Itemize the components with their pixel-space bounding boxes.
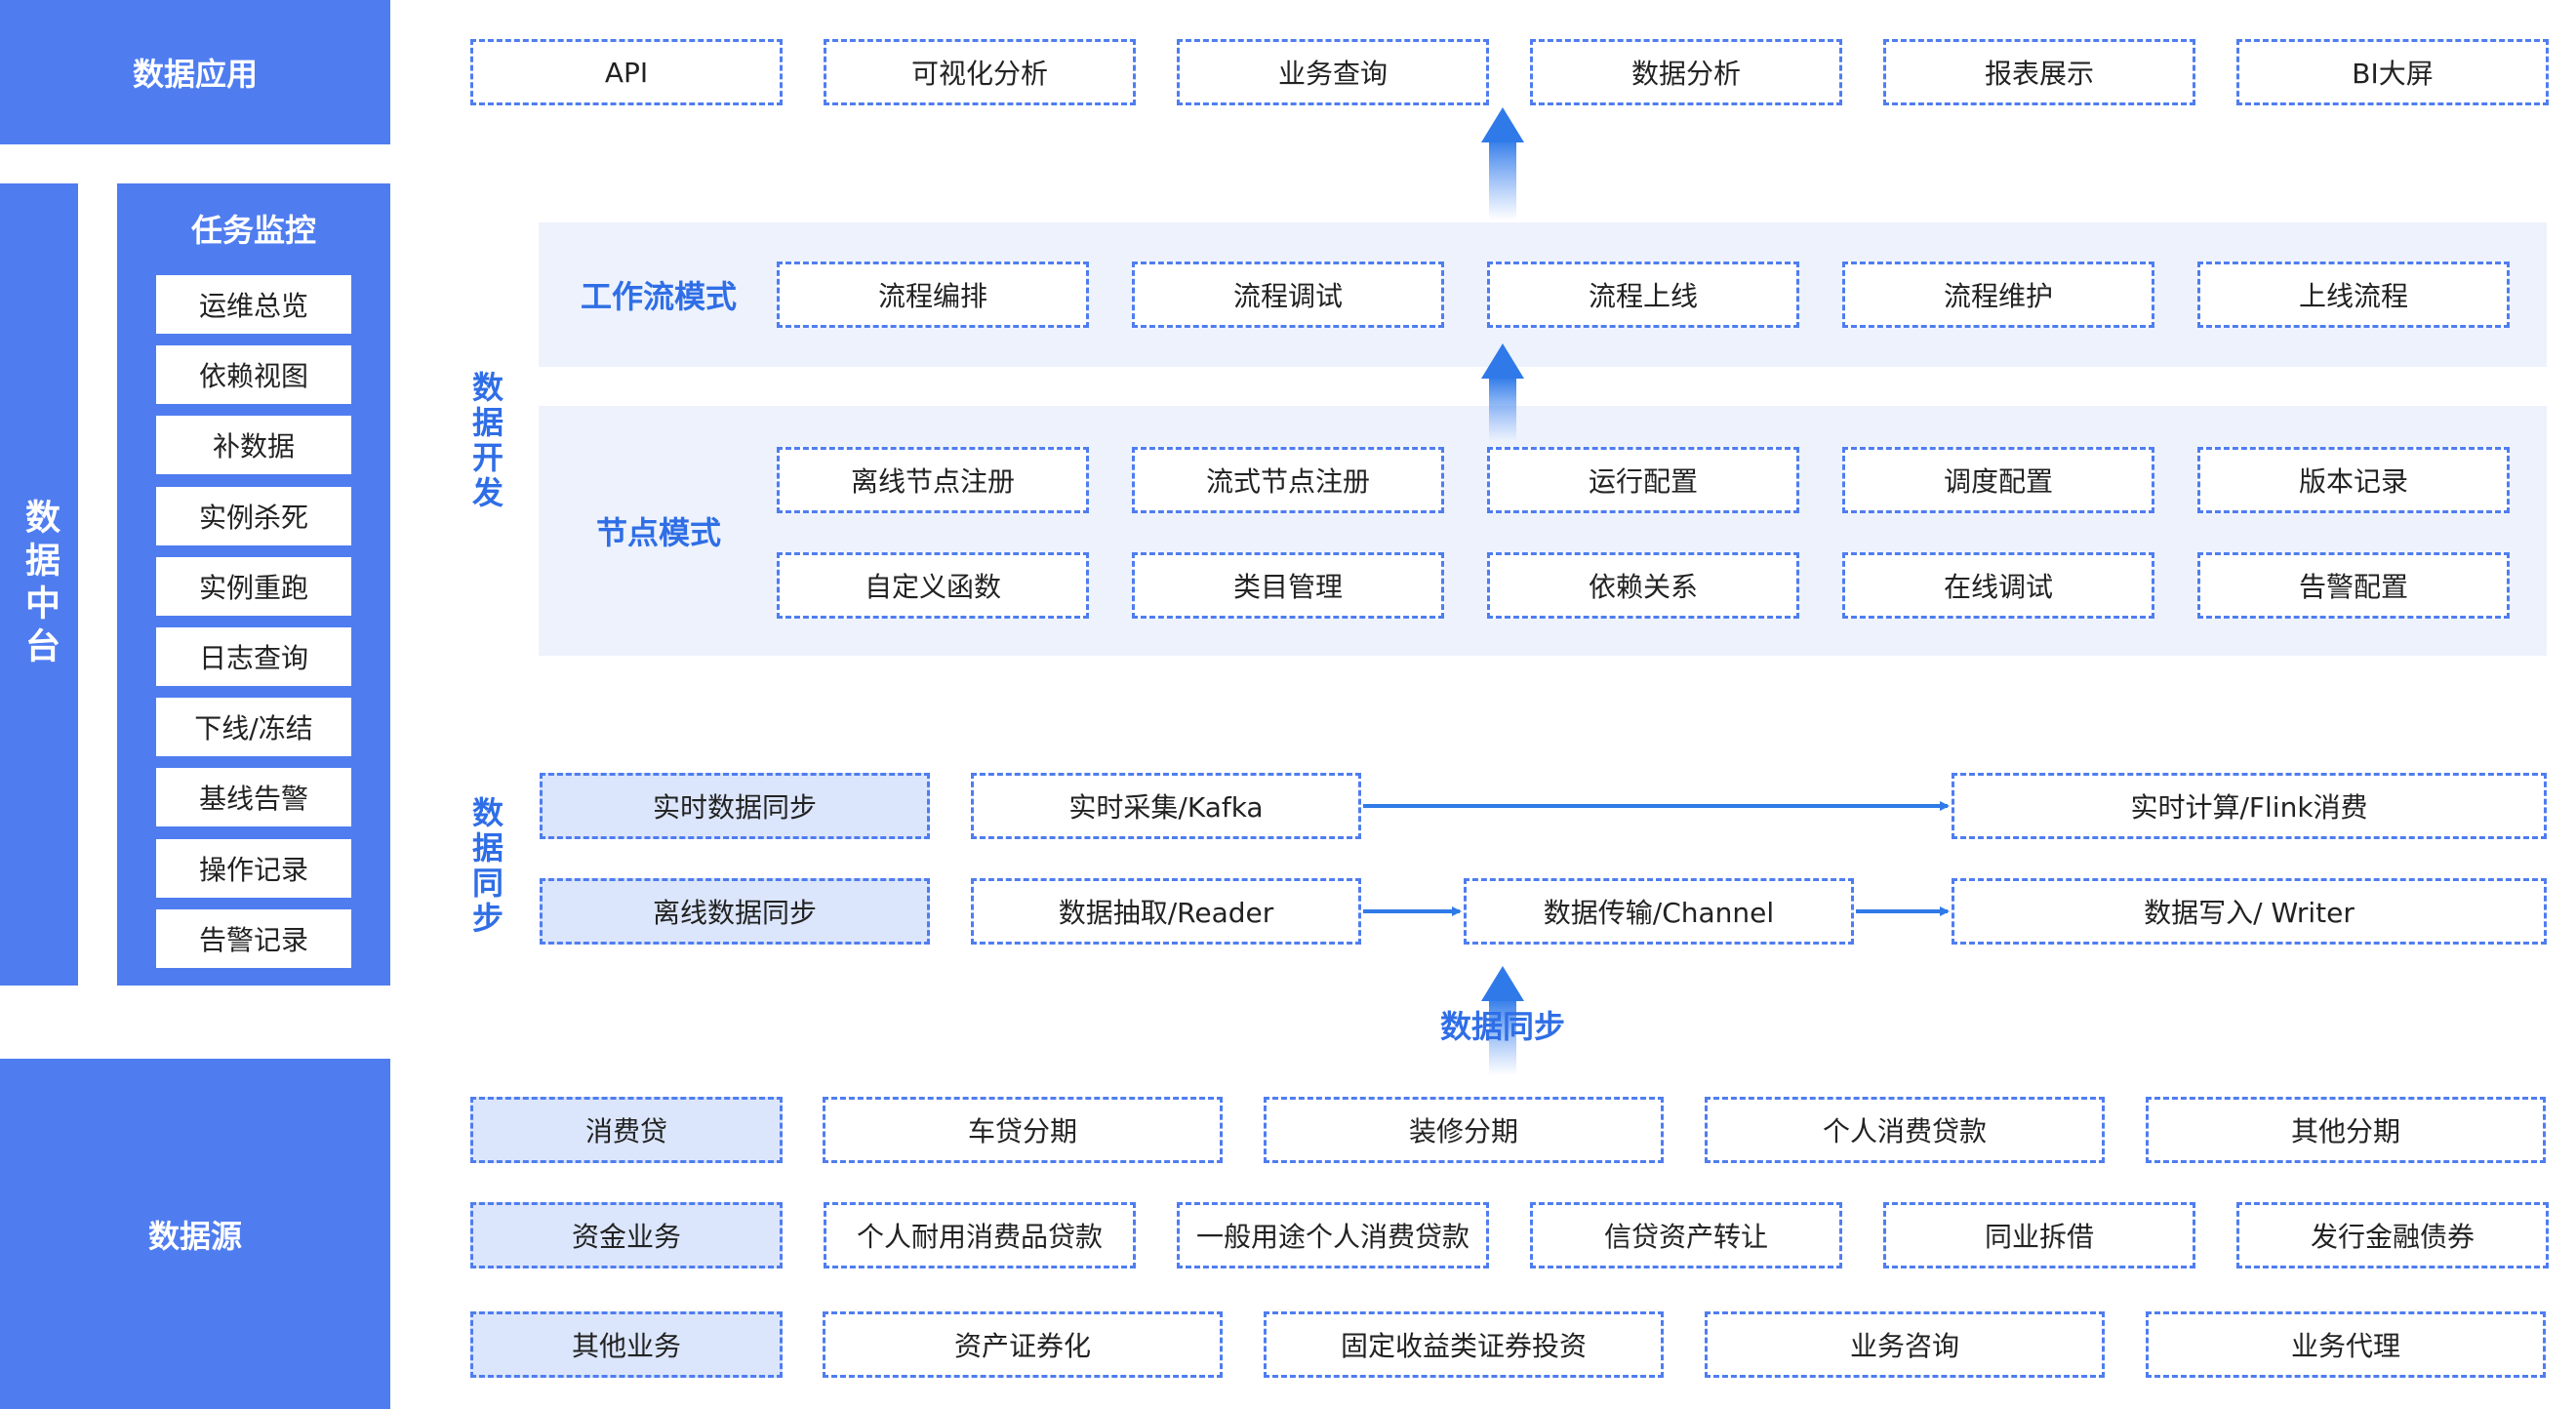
sync-side-label: 数据同步 (467, 796, 504, 937)
monitor-item: 实例杀死 (156, 486, 351, 545)
monitor-item: 实例重跑 (156, 556, 351, 616)
monitor-item: 依赖视图 (156, 345, 351, 405)
source-category: 其他业务 (470, 1311, 783, 1378)
source-item: 业务代理 (2146, 1311, 2546, 1378)
node-item: 调度配置 (1842, 447, 2154, 513)
monitor-item: 运维总览 (156, 275, 351, 334)
node-item: 在线调试 (1842, 552, 2154, 619)
node-item: 类目管理 (1132, 552, 1444, 619)
node-item: 运行配置 (1487, 447, 1799, 513)
node-item: 自定义函数 (777, 552, 1089, 619)
monitor-item: 基线告警 (156, 768, 351, 827)
monitor-item: 下线/冻结 (156, 698, 351, 757)
offline-channel-box: 数据传输/Channel (1464, 878, 1854, 945)
source-item: 资产证券化 (823, 1311, 1223, 1378)
realtime-sync-box: 实时数据同步 (540, 773, 930, 839)
node-item: 流式节点注册 (1132, 447, 1444, 513)
sync-flow-label: 数据同步 (1439, 1008, 1565, 1045)
workflow-item: 流程维护 (1842, 262, 2154, 328)
workflow-item: 流程上线 (1487, 262, 1799, 328)
dev-side-label: 数据开发 (467, 371, 504, 511)
node-item: 告警配置 (2197, 552, 2510, 619)
monitor-item: 补数据 (156, 416, 351, 475)
layer-platform-label: 数据中台 (0, 183, 78, 986)
node-mode-label: 节点模式 (595, 514, 721, 551)
node-item: 依赖关系 (1487, 552, 1799, 619)
source-item: 个人耐用消费品贷款 (824, 1202, 1136, 1268)
monitor-item: 操作记录 (156, 838, 351, 898)
realtime-collect-box: 实时采集/Kafka (971, 773, 1361, 839)
workflow-item: 流程编排 (777, 262, 1089, 328)
app-item: 报表展示 (1883, 39, 2195, 105)
workflow-item: 流程调试 (1132, 262, 1444, 328)
app-item: 业务查询 (1177, 39, 1489, 105)
source-item: 车贷分期 (823, 1097, 1223, 1163)
source-item: 业务咨询 (1705, 1311, 2105, 1378)
source-category: 资金业务 (470, 1202, 783, 1268)
monitor-item: 日志查询 (156, 627, 351, 686)
source-category: 消费贷 (470, 1097, 783, 1163)
monitor-item: 告警记录 (156, 908, 351, 968)
node-item: 离线节点注册 (777, 447, 1089, 513)
source-item: 固定收益类证券投资 (1264, 1311, 1664, 1378)
node-item: 版本记录 (2197, 447, 2510, 513)
app-item: BI大屏 (2236, 39, 2549, 105)
up-arrow-to-apps (1481, 107, 1524, 221)
workflow-item: 上线流程 (2197, 262, 2510, 328)
layer-sources-label: 数据源 (0, 1059, 390, 1409)
source-item: 同业拆借 (1883, 1202, 2195, 1268)
source-item: 个人消费贷款 (1705, 1097, 2105, 1163)
source-item: 一般用途个人消费贷款 (1177, 1202, 1489, 1268)
source-item: 其他分期 (2146, 1097, 2546, 1163)
workflow-mode-label: 工作流模式 (580, 278, 737, 315)
offline-sync-box: 离线数据同步 (540, 878, 930, 945)
offline-read-box: 数据抽取/Reader (971, 878, 1361, 945)
realtime-compute-box: 实时计算/Flink消费 (1952, 773, 2547, 839)
source-item: 信贷资产转让 (1530, 1202, 1842, 1268)
up-arrow-to-workflow (1481, 343, 1524, 441)
layer-apps-label: 数据应用 (0, 0, 390, 144)
app-item: API (470, 39, 783, 105)
app-item: 可视化分析 (824, 39, 1136, 105)
up-arrow-from-sources (1481, 966, 1524, 1075)
source-item: 发行金融债券 (2236, 1202, 2549, 1268)
app-item: 数据分析 (1530, 39, 1842, 105)
task-monitor-title: 任务监控 (190, 212, 316, 249)
offline-write-box: 数据写入/ Writer (1952, 878, 2547, 945)
source-item: 装修分期 (1264, 1097, 1664, 1163)
